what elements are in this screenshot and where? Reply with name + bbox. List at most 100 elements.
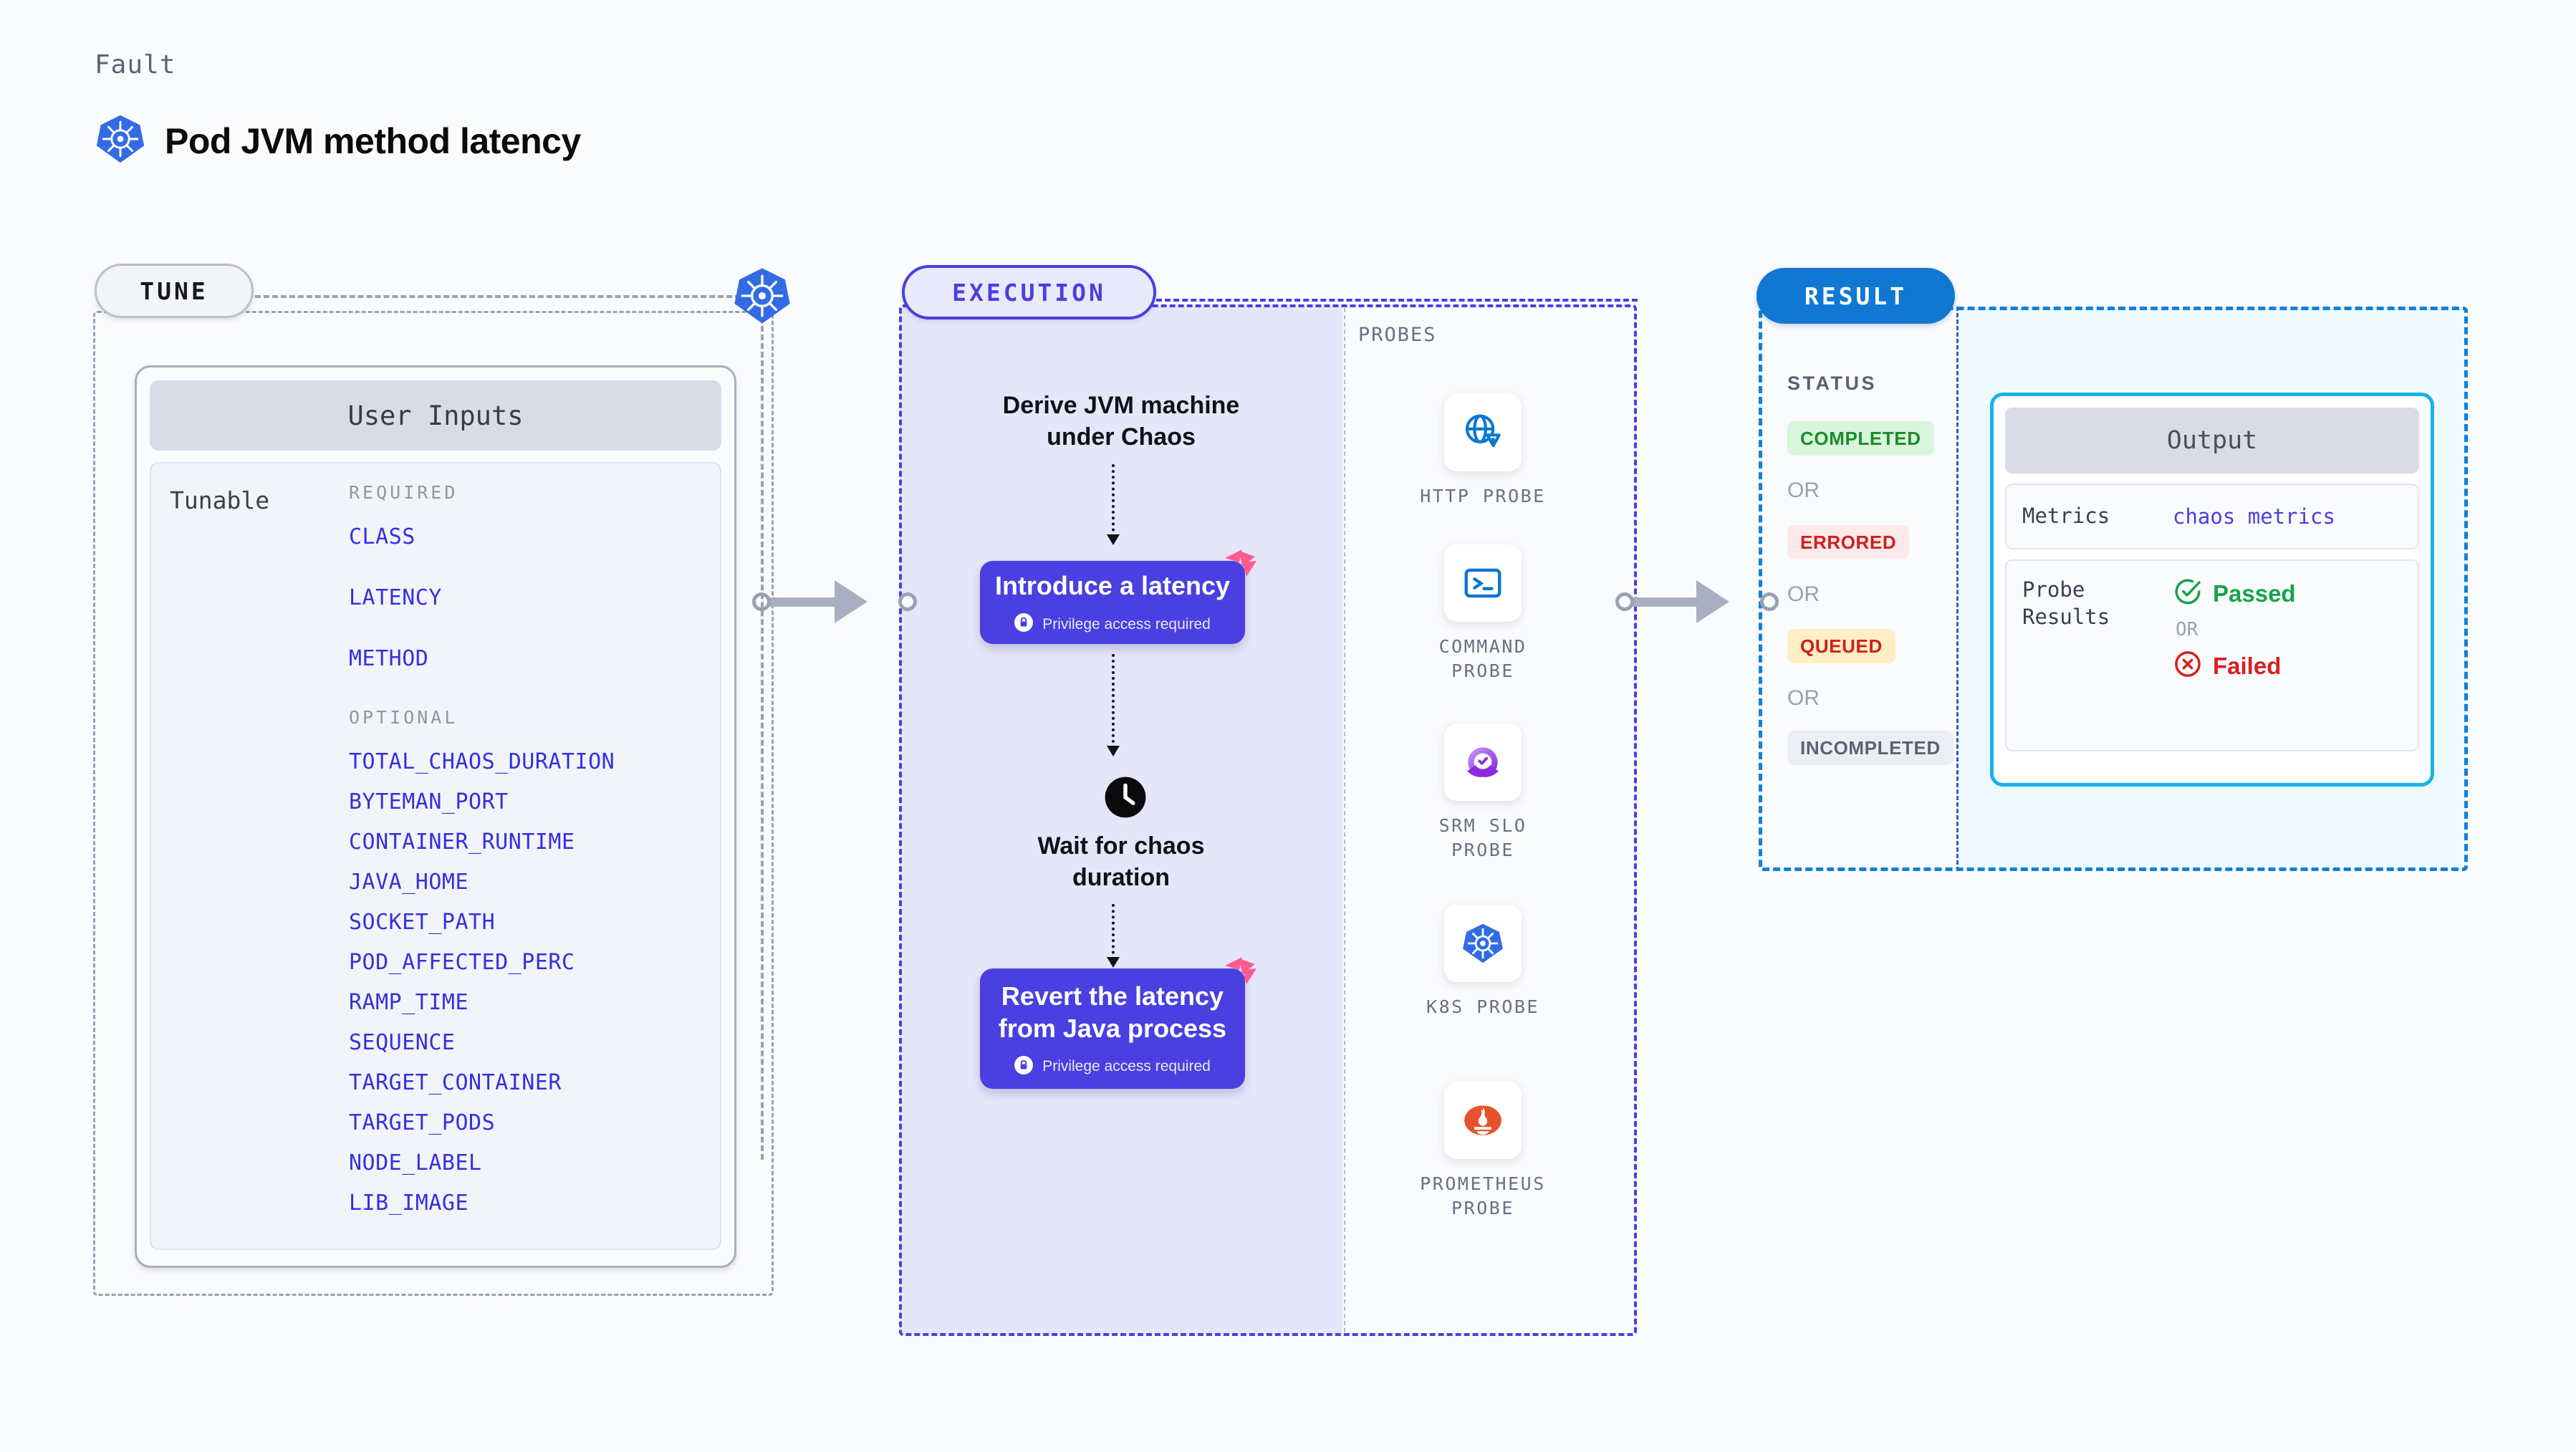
failed-label: Failed: [2213, 652, 2282, 679]
param-pod-affected-perc[interactable]: POD_AFFECTED_PERC: [349, 950, 575, 975]
action-revert-latency[interactable]: Revert the latency from Java process Pri…: [980, 957, 1256, 1089]
wait-line-2: duration: [1072, 863, 1170, 891]
kubernetes-icon: [95, 113, 146, 168]
metrics-key: Metrics: [2022, 504, 2110, 529]
execution-top-dash: [1156, 299, 1638, 302]
status-badge-queued: QUEUED: [1787, 629, 1895, 663]
check-circle-icon: [2173, 577, 2203, 610]
probe-command[interactable]: COMMAND PROBE: [1393, 544, 1572, 683]
param-java-home[interactable]: JAVA_HOME: [349, 870, 469, 895]
required-header: REQUIRED: [349, 482, 458, 503]
connector-dot-left: [1615, 592, 1634, 611]
connector-bar: [1632, 597, 1701, 607]
probe-result-or: OR: [2176, 619, 2198, 640]
tunable-label: Tunable: [170, 486, 270, 514]
status-badge-incompleted: INCOMPLETED: [1787, 731, 1953, 765]
lock-icon: [1014, 613, 1034, 635]
param-target-pods[interactable]: TARGET_PODS: [349, 1110, 496, 1135]
probe-results-values: Passed OR Failed: [2173, 577, 2296, 734]
param-method[interactable]: METHOD: [349, 646, 429, 671]
status-label: STATUS: [1787, 372, 1877, 394]
param-latency[interactable]: LATENCY: [349, 585, 442, 610]
wait-line-1: Wait for chaos: [1037, 832, 1205, 860]
privilege-text-2: Privilege access required: [1042, 1058, 1211, 1074]
page-kicker: Fault: [95, 50, 176, 80]
harness-logo-icon: [1218, 542, 1264, 588]
probe-caption: K8S PROBE: [1393, 995, 1572, 1019]
tune-panel: [93, 311, 774, 1296]
probe-srm-slo[interactable]: SRM SLO PROBE: [1393, 723, 1572, 862]
param-target-container[interactable]: TARGET_CONTAINER: [349, 1070, 562, 1095]
status-or-3: OR: [1787, 686, 1820, 710]
connector-tune-to-execution: [752, 580, 917, 623]
probe-caption-l1: SRM SLO: [1438, 815, 1527, 836]
connector-arrowhead: [1696, 580, 1762, 623]
prometheus-icon: [1444, 1082, 1522, 1159]
action-introduce-latency[interactable]: Introduce a latency Privilege access req…: [980, 549, 1256, 644]
probes-label: PROBES: [1358, 324, 1437, 346]
action-title: Introduce a latency: [994, 571, 1231, 600]
probe-caption-l2: PROBE: [1451, 839, 1514, 860]
status-badge-completed: COMPLETED: [1787, 421, 1934, 456]
param-lib-image[interactable]: LIB_IMAGE: [349, 1191, 469, 1216]
arrow-wait-to-revert: [1107, 904, 1120, 968]
action-title-2: Revert the latency from Java process: [999, 980, 1226, 1044]
probe-k8s[interactable]: K8S PROBE: [1393, 905, 1572, 1019]
step-line-2: under Chaos: [1047, 423, 1196, 451]
output-row-probe-results: Probe Results Passed OR Failed: [2005, 559, 2419, 751]
probe-caption-l1: HTTP PROBE: [1420, 486, 1546, 506]
param-class[interactable]: CLASS: [349, 524, 415, 549]
param-sequence[interactable]: SEQUENCE: [349, 1030, 456, 1055]
status-or-1: OR: [1787, 479, 1820, 502]
page-title-row: Pod JVM method latency: [95, 113, 581, 168]
probe-caption: COMMAND PROBE: [1393, 635, 1572, 683]
result-status-column: [1759, 307, 1959, 871]
connector-execution-to-result: [1615, 580, 1779, 623]
status-or-2: OR: [1787, 582, 1820, 606]
metrics-value[interactable]: chaos metrics: [2173, 504, 2335, 529]
result-tag[interactable]: RESULT: [1756, 268, 1955, 324]
optional-header: OPTIONAL: [349, 707, 458, 728]
terminal-icon: [1444, 544, 1522, 622]
arrow-derive-to-introduce: [1107, 464, 1120, 545]
param-byteman-port[interactable]: BYTEMAN_PORT: [349, 789, 509, 814]
privilege-text: Privilege access required: [1042, 615, 1211, 633]
param-container-runtime[interactable]: CONTAINER_RUNTIME: [349, 830, 575, 855]
privilege-row-2: Privilege access required: [1014, 1055, 1211, 1078]
tune-tag[interactable]: TUNE: [95, 264, 254, 318]
probe-caption-l1: K8S PROBE: [1426, 996, 1539, 1017]
probe-result-passed: Passed: [2173, 577, 2296, 610]
probe-caption: SRM SLO PROBE: [1393, 814, 1572, 862]
probe-caption-l2: PROBE: [1451, 1197, 1514, 1218]
probe-caption-l1: COMMAND: [1438, 636, 1527, 657]
action2-line-2: from Java process: [998, 1013, 1227, 1043]
param-node-label[interactable]: NODE_LABEL: [349, 1150, 482, 1175]
execution-fill: [900, 306, 1342, 1335]
connector-arrowhead: [835, 580, 900, 623]
param-ramp-time[interactable]: RAMP_TIME: [349, 990, 469, 1015]
connector-bar: [769, 597, 839, 607]
connector-dot-right: [1760, 592, 1779, 611]
probe-prometheus[interactable]: PROMETHEUS PROBE: [1393, 1082, 1572, 1221]
tune-connector-line: [255, 295, 749, 298]
status-badge-errored: ERRORED: [1787, 525, 1910, 559]
x-circle-icon: [2173, 649, 2203, 683]
lock-icon: [1014, 1055, 1034, 1078]
harness-logo-icon: [1218, 950, 1264, 996]
passed-label: Passed: [2213, 580, 2296, 607]
tunable-params: REQUIRED CLASS LATENCY METHOD OPTIONAL T…: [349, 482, 615, 1249]
probe-results-key-l1: Probe: [2022, 577, 2085, 602]
probe-http[interactable]: HTTP PROBE: [1393, 394, 1572, 509]
probe-caption-l1: PROMETHEUS: [1420, 1173, 1546, 1194]
param-total-chaos-duration[interactable]: TOTAL_CHAOS_DURATION: [349, 749, 615, 774]
clock-icon: [1103, 775, 1148, 819]
param-socket-path[interactable]: SOCKET_PATH: [349, 910, 496, 935]
result-panel: [1759, 307, 2468, 871]
execution-tag[interactable]: EXECUTION: [902, 265, 1156, 319]
tunable-section: Tunable REQUIRED CLASS LATENCY METHOD OP…: [150, 462, 721, 1250]
user-inputs-card: User Inputs Tunable REQUIRED CLASS LATEN…: [135, 365, 736, 1268]
probes-divider: [1344, 308, 1345, 1332]
step-line-1: Derive JVM machine: [1002, 392, 1240, 419]
probe-caption: PROMETHEUS PROBE: [1393, 1172, 1572, 1221]
probe-result-failed: Failed: [2173, 649, 2296, 683]
